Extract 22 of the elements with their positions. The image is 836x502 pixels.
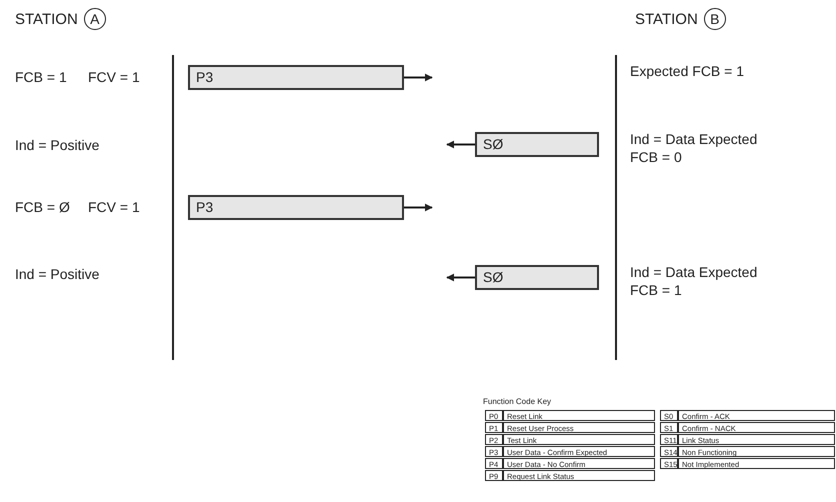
state-label: FCV = 1	[88, 198, 140, 216]
state-label: Ind = Positive	[15, 136, 100, 154]
circled-letter: B	[704, 8, 726, 30]
arrow	[446, 274, 475, 282]
message-box: P3	[188, 195, 404, 220]
arrow	[404, 74, 433, 82]
state-label: FCB = Ø	[15, 198, 70, 216]
state-label: Ind = Data Expected FCB = 0	[630, 130, 758, 166]
state-label: FCV = 1	[88, 68, 140, 86]
state-label: Ind = Data Expected FCB = 1	[630, 263, 758, 299]
message-box: SØ	[475, 265, 599, 290]
arrow	[404, 204, 433, 212]
state-label: Ind = Positive	[15, 265, 100, 283]
circled-letter: A	[84, 8, 106, 30]
arrow	[446, 140, 475, 148]
station-label: STATION	[15, 11, 78, 28]
state-label: FCB = 1	[15, 68, 67, 86]
message-box: SØ	[475, 132, 599, 157]
message-box: P3	[188, 65, 404, 90]
station-label: STATION	[635, 11, 698, 28]
key-title: Function Code Key	[483, 397, 552, 407]
state-label: Expected FCB = 1	[630, 62, 746, 80]
